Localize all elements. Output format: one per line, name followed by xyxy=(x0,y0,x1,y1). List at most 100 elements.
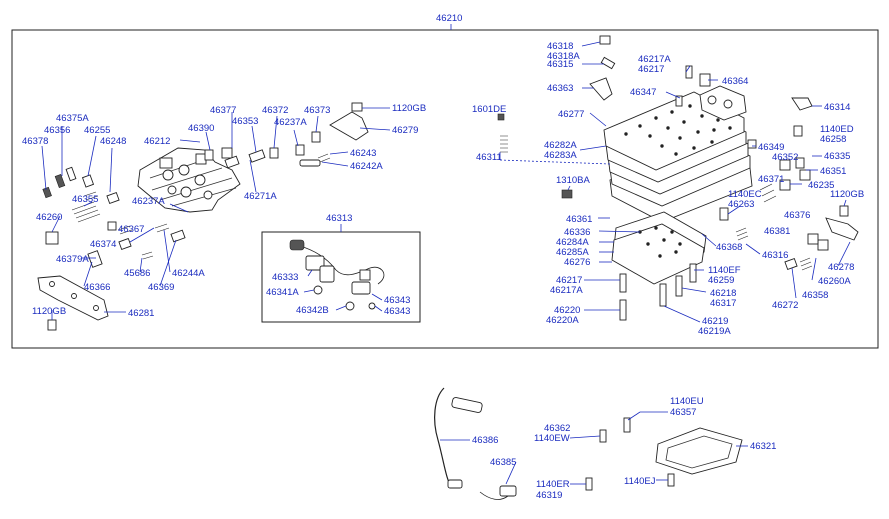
part-label[interactable]: 46318A xyxy=(547,51,580,62)
part-label[interactable]: 46218 xyxy=(710,288,736,299)
part-label[interactable]: 46220 xyxy=(554,305,580,316)
part-label[interactable]: 46361 xyxy=(566,214,592,225)
part-label[interactable]: 46260A xyxy=(818,276,851,287)
part-label[interactable]: 46358 xyxy=(802,290,828,301)
part-label[interactable]: 46272 xyxy=(772,300,798,311)
part-label[interactable]: 46355 xyxy=(72,194,98,205)
part-label[interactable]: 46390 xyxy=(188,123,214,134)
part-label[interactable]: 46237A xyxy=(132,196,165,207)
part-label[interactable]: 1140EW xyxy=(534,433,570,444)
part-label[interactable]: 46369 xyxy=(148,282,174,293)
part-label[interactable]: 1601DE xyxy=(472,104,506,115)
part-label[interactable]: 1140EU xyxy=(670,396,704,407)
part-label[interactable]: 46258 xyxy=(820,134,846,145)
inset-number[interactable]: 46313 xyxy=(326,213,352,224)
part-label[interactable]: 1140EC xyxy=(728,189,762,200)
valve-body-stack xyxy=(497,35,859,241)
part-label[interactable]: 46366 xyxy=(84,282,110,293)
part-label[interactable]: 46353 xyxy=(232,116,258,127)
part-label[interactable]: 46285A xyxy=(556,247,589,258)
part-label[interactable]: 46219A xyxy=(698,326,731,337)
part-label[interactable]: 46364 xyxy=(722,76,748,87)
part-label[interactable]: 46316 xyxy=(762,250,788,261)
part-label[interactable]: 46363 xyxy=(547,83,573,94)
part-label[interactable]: 46374 xyxy=(90,239,116,250)
part-label[interactable]: 46373 xyxy=(304,105,330,116)
part-label[interactable]: 46220A xyxy=(546,315,579,326)
part-label[interactable]: 46349 xyxy=(758,142,784,153)
part-label[interactable]: 46352 xyxy=(772,152,798,163)
part-label[interactable]: 46379A xyxy=(56,254,89,265)
part-label[interactable]: 46282A xyxy=(544,140,577,151)
part-label[interactable]: 46277 xyxy=(558,109,584,120)
part-label[interactable]: 46375A xyxy=(56,113,89,124)
part-label[interactable]: 46351 xyxy=(820,166,846,177)
part-label[interactable]: 1120GB xyxy=(32,306,66,317)
part-label[interactable]: 46311 xyxy=(476,152,502,163)
part-label[interactable]: 46219 xyxy=(702,316,728,327)
part-label[interactable]: 1120GB xyxy=(830,189,864,200)
part-label[interactable]: 46217A xyxy=(638,54,671,65)
part-label[interactable]: 1140EJ xyxy=(624,476,656,487)
part-label[interactable]: 46336 xyxy=(564,227,590,238)
part-label[interactable]: 46367 xyxy=(118,224,144,235)
part-label[interactable]: 1140ER xyxy=(536,479,570,490)
part-label[interactable]: 46217 xyxy=(638,64,664,75)
part-label[interactable]: 46243 xyxy=(350,148,376,159)
part-label[interactable]: 46343 xyxy=(384,306,410,317)
part-label[interactable]: 46244A xyxy=(172,268,205,279)
bottom-parts xyxy=(434,387,743,500)
part-label[interactable]: 1310BA xyxy=(556,175,590,186)
assembly-number[interactable]: 46210 xyxy=(436,13,462,24)
part-label[interactable]: 1140ED xyxy=(820,124,854,135)
part-label[interactable]: 46341A xyxy=(266,287,299,298)
part-label[interactable]: 46321 xyxy=(750,441,776,452)
part-label[interactable]: 46376 xyxy=(784,210,810,221)
part-label[interactable]: 46281 xyxy=(128,308,154,319)
part-label[interactable]: 46314 xyxy=(824,102,850,113)
part-label[interactable]: 1120GB xyxy=(392,103,426,114)
part-label[interactable]: 46284A xyxy=(556,237,589,248)
part-label[interactable]: 46372 xyxy=(262,105,288,116)
part-label[interactable]: 46343 xyxy=(384,295,410,306)
part-label[interactable]: 46368 xyxy=(716,242,742,253)
part-label[interactable]: 46248 xyxy=(100,136,126,147)
part-label[interactable]: 46356 xyxy=(44,125,70,136)
gasket-plate-46281 xyxy=(37,275,109,331)
part-label[interactable]: 46333 xyxy=(272,272,298,283)
part-label[interactable]: 46315 xyxy=(547,59,573,70)
part-label[interactable]: 46271A xyxy=(244,191,277,202)
part-label[interactable]: 46381 xyxy=(764,226,790,237)
part-label[interactable]: 46217A xyxy=(550,285,583,296)
part-label[interactable]: 46386 xyxy=(472,435,498,446)
part-label[interactable]: 46378 xyxy=(22,136,48,147)
part-label[interactable]: 46237A xyxy=(274,117,307,128)
part-label[interactable]: 46255 xyxy=(84,125,110,136)
main-assembly-frame xyxy=(11,29,879,349)
part-label[interactable]: 46318 xyxy=(547,41,573,52)
part-label[interactable]: 46362 xyxy=(544,423,570,434)
part-label[interactable]: 46260 xyxy=(36,212,62,223)
part-label[interactable]: 46385 xyxy=(490,457,516,468)
part-label[interactable]: 46342B xyxy=(296,305,329,316)
part-label[interactable]: 46242A xyxy=(350,161,383,172)
part-label[interactable]: 46317 xyxy=(710,298,736,309)
part-label[interactable]: 45686 xyxy=(124,268,150,279)
part-label[interactable]: 1140EF xyxy=(708,265,741,276)
part-label[interactable]: 46278 xyxy=(828,262,854,273)
part-label[interactable]: 46319 xyxy=(536,490,562,501)
part-label[interactable]: 46263 xyxy=(728,199,754,210)
part-label[interactable]: 46335 xyxy=(824,151,850,162)
lower-separator-plate xyxy=(611,211,829,321)
part-label[interactable]: 46279 xyxy=(392,125,418,136)
part-label[interactable]: 46371 xyxy=(758,174,784,185)
part-label[interactable]: 46377 xyxy=(210,105,236,116)
part-label[interactable]: 46259 xyxy=(708,275,734,286)
part-label[interactable]: 46283A xyxy=(544,150,577,161)
part-label[interactable]: 46357 xyxy=(670,407,696,418)
part-label[interactable]: 46276 xyxy=(564,257,590,268)
part-label[interactable]: 46217 xyxy=(556,275,582,286)
part-label[interactable]: 46212 xyxy=(144,136,170,147)
part-label[interactable]: 46235 xyxy=(808,180,834,191)
part-label[interactable]: 46347 xyxy=(630,87,656,98)
